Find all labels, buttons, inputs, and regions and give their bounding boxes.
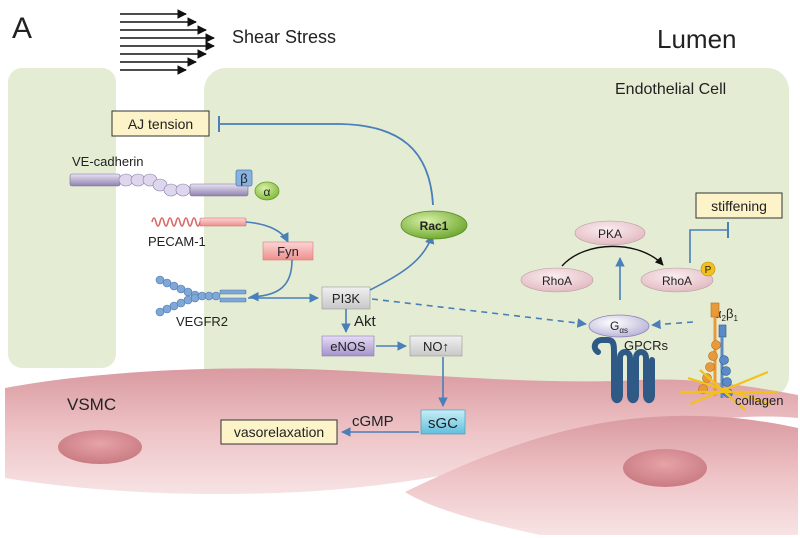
phospho-label: P [705,265,712,276]
panel-label: A [12,12,32,45]
fyn-box [262,241,314,261]
beta-label: β [240,171,247,186]
gpcrs-label: GPCRs [624,338,669,353]
sgc-label: sGC [428,415,458,432]
rac1-inhibits-aj-line [220,123,434,206]
gpcr-receptor [591,337,655,404]
rhoa-inhibits-stiffening-line [689,229,728,263]
fyn-label: Fyn [277,244,299,259]
pecam-to-fyn-arrow [245,221,289,243]
pi3k-to-rac1-arrow [369,234,435,291]
pka-node [574,220,646,246]
rac1-node [400,210,468,240]
alpha-catenin [254,181,280,201]
pi3k-to-galphas-dashed-arrow [371,298,587,328]
g-alpha-s-node [588,314,650,338]
left-endothelial-cell [8,68,116,368]
beta-catenin [235,169,253,187]
shear-stress-arrows [120,9,215,75]
no-label: NO↑ [423,339,449,354]
sgc-box [420,409,466,435]
phospho-marker [700,261,716,277]
aj-tension-box [111,110,210,137]
shear-stress-label: Shear Stress [232,27,336,47]
stiffening-box [695,192,783,219]
collagen-fibers [680,369,778,411]
enos-box [321,335,375,357]
integrin-to-galphas-dashed-arrow [651,319,694,330]
collagen-label: collagen [735,393,783,408]
vegfr2-receptor [155,275,247,317]
rhoa-right-label: RhoA [662,274,692,288]
vsmc-label: VSMC [67,395,116,414]
g-alpha-s-label: Gαs [610,319,628,335]
enos-label: eNOS [330,339,366,354]
ve-cadherin-label: VE-cadherin [72,154,144,169]
vsmc-nucleus-left [58,430,142,464]
rhoa-phosphorylation-arrow [561,245,664,267]
vasorelaxation-label: vasorelaxation [234,424,324,440]
lumen-label: Lumen [657,24,737,54]
rac1-label: Rac1 [420,219,449,233]
endothelial-cell-label: Endothelial Cell [615,81,726,98]
pi3k-label: PI3K [332,291,361,306]
vegfr2-label: VEGFR2 [176,314,228,329]
pecam1-protein [151,217,247,227]
rhoa-left-node [520,267,594,293]
no-box [409,335,463,357]
pecam1-label: PECAM-1 [148,234,206,249]
vsmc-nucleus-right [623,449,707,487]
aj-tension-label: AJ tension [128,116,193,132]
rhoa-left-label: RhoA [542,274,572,288]
endothelial-cell [204,68,789,398]
akt-label: Akt [354,313,377,330]
vsmc-lower [405,415,798,535]
ve-cadherin-protein [69,173,249,197]
pka-label: PKA [598,227,622,241]
cgmp-label: cGMP [352,413,394,430]
fyn-to-vegfr2-arrow [249,259,293,302]
stiffening-label: stiffening [711,198,767,214]
alpha-label: α [264,185,271,199]
rhoa-right-node [640,267,714,293]
vasorelaxation-box [220,419,338,445]
